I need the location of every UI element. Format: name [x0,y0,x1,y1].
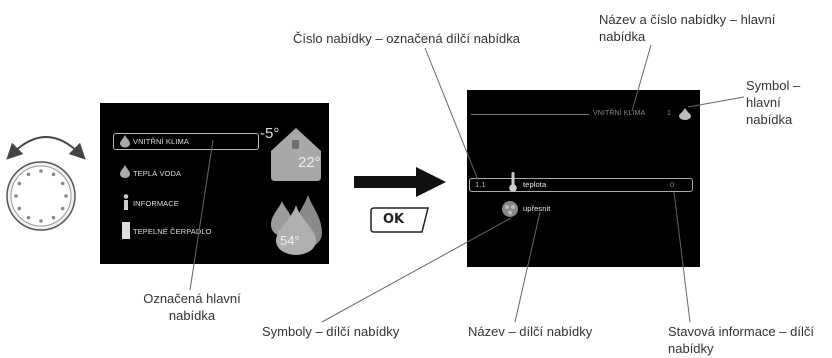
knob-dot [39,169,43,173]
navigation-arrow-icon [354,167,446,197]
knob-dot [64,194,68,198]
house-icon [271,128,321,181]
knob-dot [39,219,43,223]
main-menu-symbol-icon [679,108,691,120]
leader-submenu-symbols [321,217,512,323]
selected-submenu-frame[interactable] [469,178,693,192]
menu-item-hot-water[interactable]: TEPLÁ VODA [133,169,182,178]
knob-dot [14,194,18,198]
indoor-temperature: 22° [298,154,321,171]
outdoor-temperature: -5° [260,125,280,142]
callout-main-menu-symbol: Symbol – hlavní nabídka [746,78,801,127]
callout-main-menu-name: Název a číslo nabídky – hlavní nabídka [599,12,776,44]
submenu-screen: VNITŘNÍ KLIMA 1 1.1 teplota 0 upřesnit [467,90,700,267]
menu-item-heat-pump[interactable]: TEPELNÉ ČERPADLO [133,227,212,236]
water-drops-icon [271,195,322,255]
header-number: 1 [667,110,671,117]
rotation-arrow-icon [6,136,86,160]
selected-menu-frame [113,133,259,150]
knob-dot [51,172,56,177]
ok-button-label: OK [383,212,405,227]
header-title: VNITŘNÍ KLIMA [593,110,646,117]
callout-submenu-number: Číslo nabídky – označená dílčí nabídka [293,31,520,46]
callout-submenu-status: Stavová informace – dílčí nabídky [668,324,814,356]
ok-button[interactable]: OK [370,207,432,233]
callout-submenu-name: Název – dílčí nabídky [468,324,593,339]
thermometer-icon [509,172,517,192]
knob-dot [17,206,22,211]
info-icon [123,194,129,210]
callout-submenu-symbols: Symboly – dílčí nabídky [262,324,400,339]
header-divider [471,114,589,115]
leader-submenu-status [673,191,691,323]
hot-water-temperature: 54° [280,233,300,248]
leader-submenu-number [424,47,479,181]
submenu-temperature-label[interactable]: teplota [523,180,547,189]
knob-dot [60,206,65,211]
submenu-advanced-label[interactable]: upřesnit [523,204,551,213]
main-menu-screen: VNITŘNÍ KLIMA TEPLÁ VODA INFORMACE TEPEL… [100,103,329,264]
heat-pump-icon [122,222,130,239]
leader-main-menu-symbol [687,96,745,108]
water-drop-icon [120,165,130,178]
knob-dot [17,181,22,186]
water-drop-icon [120,135,130,148]
leader-marked-main-menu [189,139,214,291]
submenu-number: 1.1 [475,180,486,189]
advanced-settings-icon [502,201,518,217]
callout-marked-main-menu: Označená hlavní nabídka [143,291,241,323]
knob-dot [60,181,65,186]
leader-main-menu-name [631,44,652,112]
leader-submenu-name [514,211,541,323]
knob-dot [51,215,56,220]
knob-dot [26,215,31,220]
menu-item-info[interactable]: INFORMACE [133,199,179,208]
control-knob-icon[interactable] [5,160,77,232]
submenu-status: 0 [670,180,675,189]
knob-dot [26,172,31,177]
menu-item-indoor-climate[interactable]: VNITŘNÍ KLIMA [133,137,189,146]
